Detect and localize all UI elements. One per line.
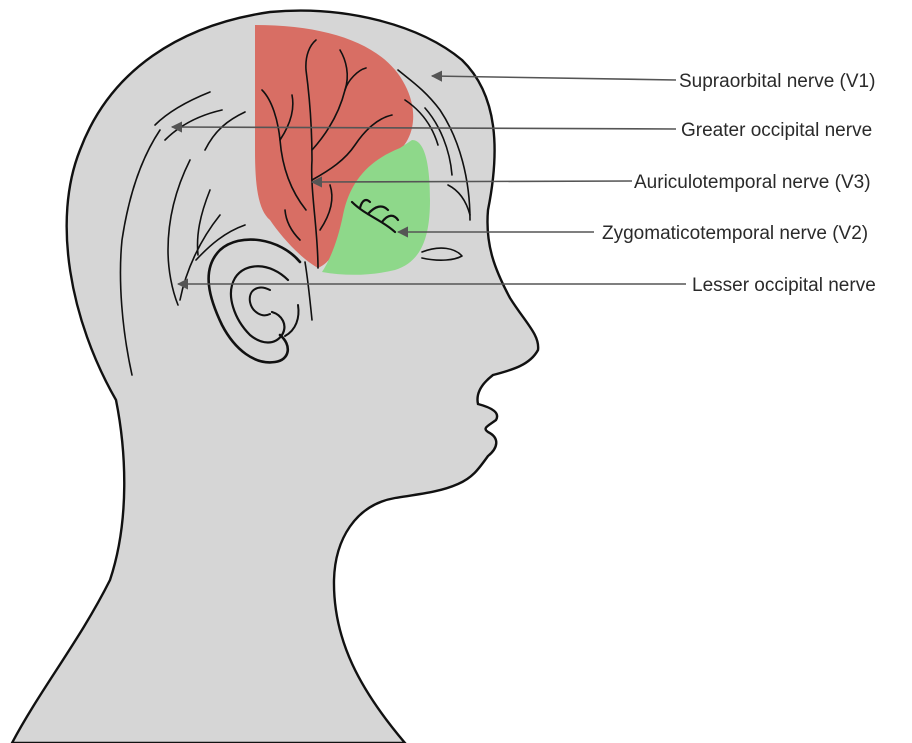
label-zygomaticotemporal-nerve: Zygomaticotemporal nerve (V2) <box>602 223 868 244</box>
label-lesser-occipital-nerve: Lesser occipital nerve <box>692 275 876 296</box>
label-auriculotemporal-nerve: Auriculotemporal nerve (V3) <box>634 172 871 193</box>
leader-line-auriculotemporal <box>312 181 632 182</box>
label-greater-occipital-nerve: Greater occipital nerve <box>681 120 872 141</box>
label-supraorbital-nerve: Supraorbital nerve (V1) <box>679 71 875 92</box>
